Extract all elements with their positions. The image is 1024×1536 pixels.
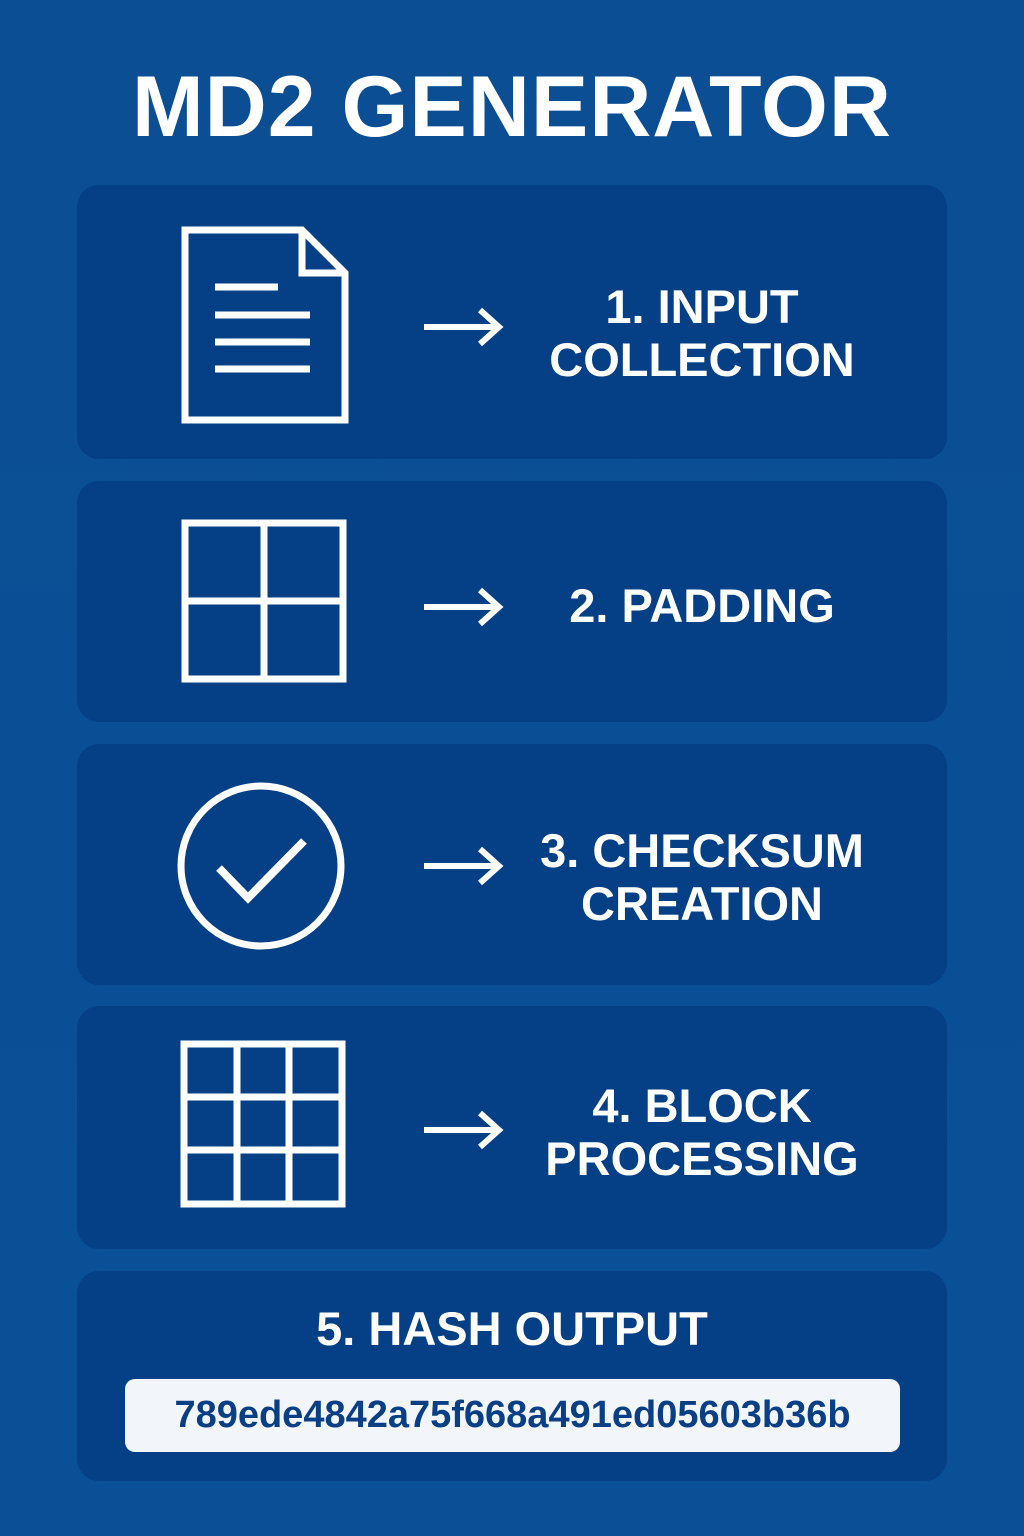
step-padding: 2. PADDING <box>77 481 947 722</box>
arrow-right-icon <box>424 587 504 627</box>
hash-value[interactable]: 789ede4842a75f668a491ed05603b36b <box>125 1379 900 1452</box>
step-label: 2. PADDING <box>569 579 835 632</box>
grid-3x3-icon <box>180 1040 346 1208</box>
arrow-right-icon <box>424 1110 504 1150</box>
page-title: MD2 GENERATOR <box>132 59 892 155</box>
grid-2x2-icon <box>181 519 347 683</box>
hash-output-title: 5. HASH OUTPUT <box>316 1302 708 1355</box>
arrow-right-icon <box>424 307 504 347</box>
document-icon <box>181 226 349 424</box>
check-circle-icon <box>177 782 345 950</box>
arrow-right-icon <box>424 846 504 886</box>
step-hash-output: 5. HASH OUTPUT 789ede4842a75f668a491ed05… <box>77 1271 947 1481</box>
